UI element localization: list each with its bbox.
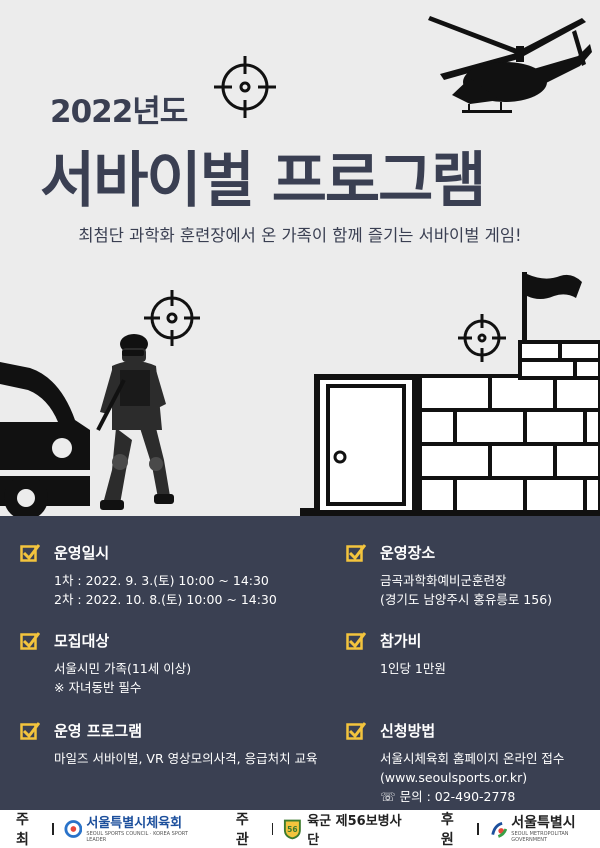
- apply-heading: 신청방법: [380, 722, 436, 740]
- flag-icon: [522, 272, 582, 344]
- sponsor-group: 후원 서울특별시 SEOUL METROPOLITAN GOVERNMENT: [441, 809, 600, 848]
- footer: 주최 서울특별시체육회 SEOUL SPORTS COUNCIL · KOREA…: [0, 810, 600, 848]
- location-line: 금곡과학화예비군훈련장: [380, 573, 507, 588]
- helicopter-icon: [428, 16, 592, 113]
- checkbox-checked-icon: [346, 721, 366, 740]
- svg-text:56: 56: [288, 825, 298, 834]
- target-heading: 모집대상: [54, 632, 110, 650]
- crosshair-icon: [458, 314, 506, 362]
- illustration-scene: [0, 16, 600, 520]
- car-icon: [0, 362, 90, 520]
- organizer-org: 56 육군 제56보병사단: [283, 810, 406, 848]
- divider: [51, 823, 54, 835]
- host-label: 주최: [16, 812, 33, 848]
- organizer-org-name: 육군 제56보병사단: [307, 814, 402, 848]
- apply-website-link[interactable]: (www.seoulsports.or.kr): [380, 770, 528, 785]
- sponsor-org-subtitle: SEOUL METROPOLITAN GOVERNMENT: [511, 830, 569, 843]
- crosshair-icon: [214, 56, 276, 118]
- target-section: 모집대상 서울시민 가족(11세 이상) ※ 자녀동반 필수: [20, 630, 191, 697]
- fee-heading: 참가비: [380, 632, 422, 650]
- program-heading: 운영 프로그램: [54, 722, 143, 740]
- brick-wall: [418, 340, 600, 514]
- host-group: 주최 서울특별시체육회 SEOUL SPORTS COUNCIL · KOREA…: [16, 809, 202, 848]
- door-icon: [314, 374, 418, 514]
- host-org-name: 서울특별시체육회: [86, 816, 183, 831]
- program-section: 운영 프로그램 마일즈 서바이벌, VR 영상모의사격, 응급처치 교육: [20, 720, 318, 768]
- sponsor-org-name: 서울특별시: [511, 814, 576, 831]
- seoul-city-logo-icon: [490, 822, 507, 838]
- soldier-icon: [96, 334, 174, 510]
- year-label: 2022년도: [50, 94, 188, 130]
- checkbox-checked-icon: [20, 631, 40, 650]
- checkbox-checked-icon: [20, 721, 40, 740]
- schedule-section: 운영일시 1차 : 2022. 9. 3.(토) 10:00 ~ 14:30 2…: [20, 542, 277, 609]
- fee-section: 참가비 1인당 1만원: [346, 630, 446, 678]
- fee-line: 1인당 1만원: [380, 661, 446, 676]
- apply-section: 신청방법 서울시체육회 홈페이지 온라인 접수 (www.seoulsports…: [346, 720, 564, 806]
- sponsor-org: 서울특별시 SEOUL METROPOLITAN GOVERNMENT: [489, 814, 600, 843]
- apply-contact-phone: ☏ 문의 : 02-490-2778: [380, 789, 516, 804]
- divider: [271, 823, 274, 835]
- target-line: ※ 자녀동반 필수: [54, 680, 142, 695]
- page-title: 서바이벌 프로그램: [40, 146, 486, 216]
- subtitle: 최첨단 과학화 훈련장에서 온 가족이 함께 즐기는 서바이벌 게임!: [78, 226, 522, 245]
- schedule-line: 1차 : 2022. 9. 3.(토) 10:00 ~ 14:30: [54, 573, 269, 588]
- sponsor-label: 후원: [440, 812, 458, 848]
- checkbox-checked-icon: [20, 543, 40, 562]
- divider: [476, 823, 479, 835]
- crosshair-icon: [144, 290, 200, 346]
- host-org-subtitle: SEOUL SPORTS COUNCIL · KOREA SPORT LEADE…: [86, 831, 188, 843]
- army-division-emblem-icon: 56: [284, 819, 302, 840]
- organizer-group: 주관 56 육군 제56보병사단: [236, 809, 407, 848]
- location-line: (경기도 남양주시 홍유릉로 156): [380, 592, 553, 607]
- organizer-label: 주관: [235, 812, 253, 848]
- program-line: 마일즈 서바이벌, VR 영상모의사격, 응급처치 교육: [54, 751, 318, 766]
- host-org: 서울특별시체육회 SEOUL SPORTS COUNCIL · KOREA SP…: [64, 815, 202, 843]
- seoul-sports-council-logo-icon: [64, 820, 82, 838]
- checkbox-checked-icon: [346, 543, 366, 562]
- apply-line: 서울시체육회 홈페이지 온라인 접수: [380, 751, 565, 766]
- location-heading: 운영장소: [380, 544, 436, 562]
- schedule-heading: 운영일시: [54, 544, 110, 562]
- location-section: 운영장소 금곡과학화예비군훈련장 (경기도 남양주시 홍유릉로 156): [346, 542, 552, 609]
- schedule-line: 2차 : 2022. 10. 8.(토) 10:00 ~ 14:30: [54, 592, 277, 607]
- checkbox-checked-icon: [346, 631, 366, 650]
- info-panel: 운영일시 1차 : 2022. 9. 3.(토) 10:00 ~ 14:30 2…: [0, 516, 600, 810]
- target-line: 서울시민 가족(11세 이상): [54, 661, 192, 676]
